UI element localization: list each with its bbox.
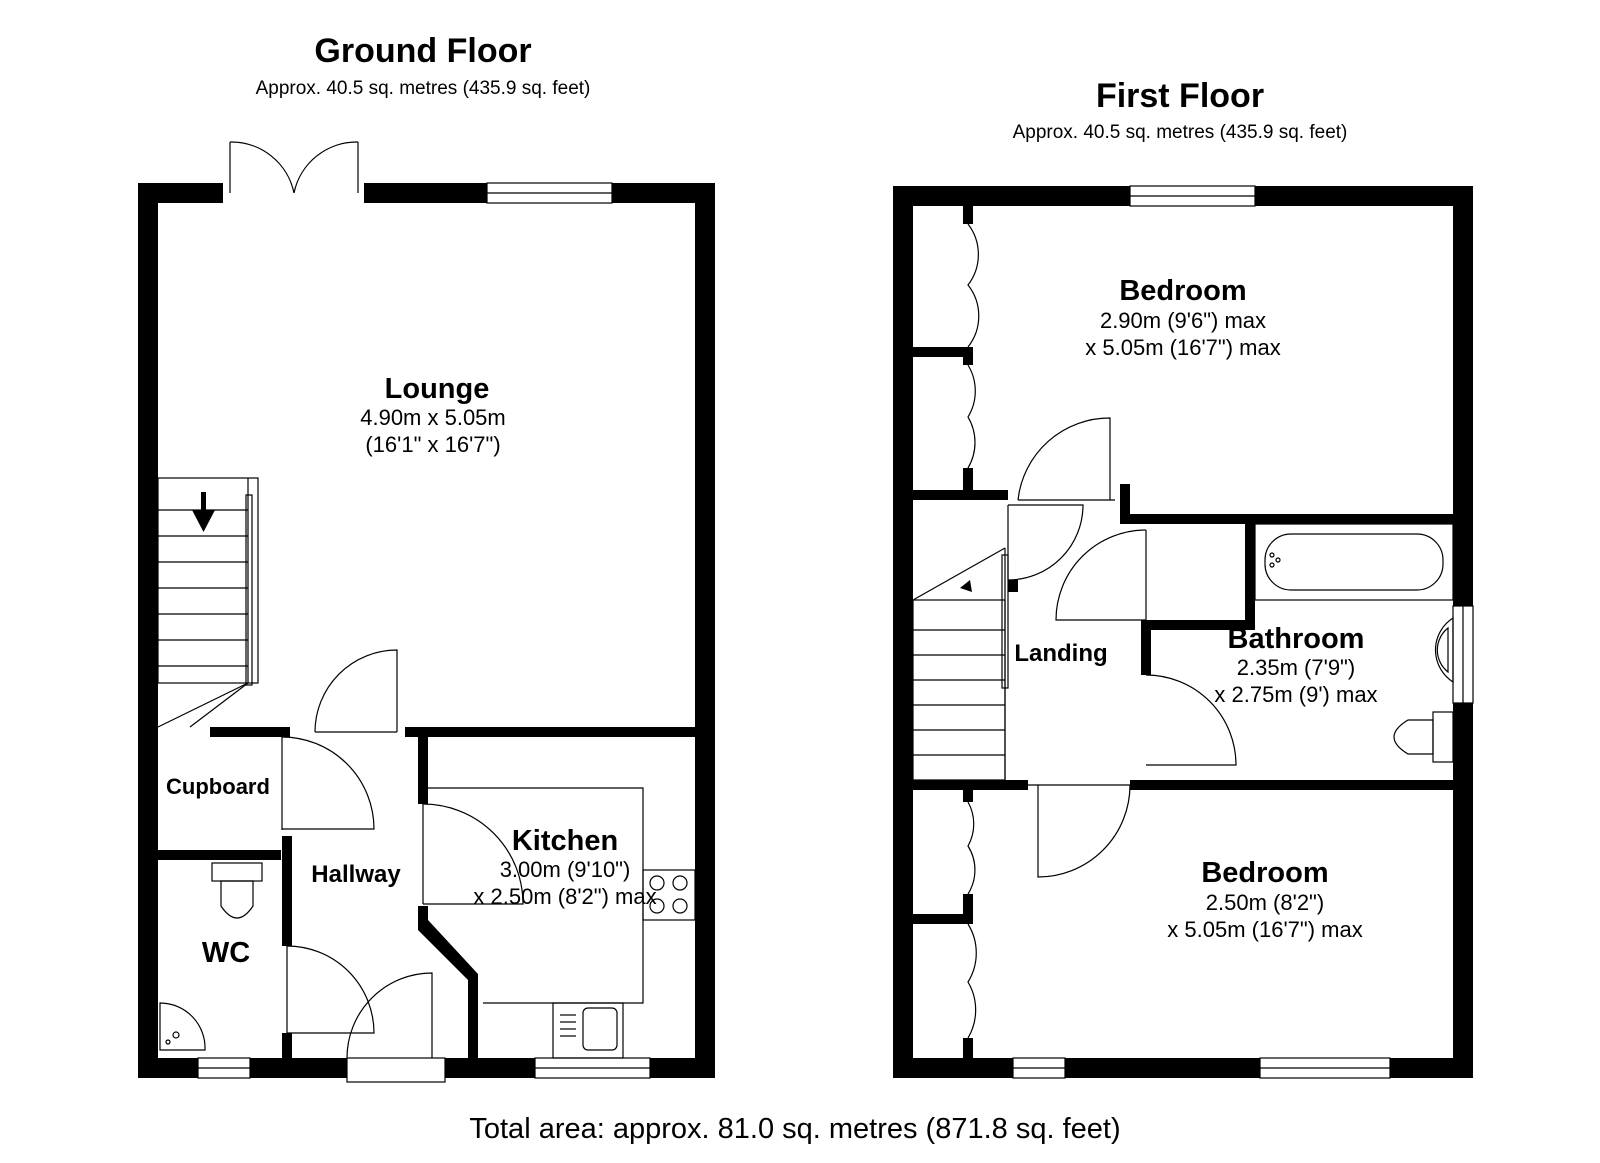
front-door-icon [346, 972, 433, 1059]
room-dim-bedroom-front-2: x 5.05m (16'7") max [1167, 917, 1362, 942]
total-area: Total area: approx. 81.0 sq. metres (871… [469, 1113, 1120, 1145]
toilet-icon [211, 862, 263, 919]
room-dim-kitchen-1: 3.00m (9'10") [500, 857, 631, 882]
ground-floor-walls [138, 183, 715, 1078]
room-dim-kitchen-2: x 2.50m (8'2") max [473, 884, 656, 909]
door-icon [314, 649, 398, 733]
room-dim-lounge-1: 4.90m x 5.05m [360, 405, 506, 430]
kitchen-sink-icon [552, 1002, 624, 1059]
room-label-lounge: Lounge [385, 373, 490, 405]
stairs-down-arrow-icon [192, 492, 215, 532]
room-label-kitchen: Kitchen [512, 825, 618, 857]
bathroom-entry-door-icon [1145, 674, 1237, 766]
room-label-bedroom-rear: Bedroom [1119, 275, 1246, 307]
room-dim-bathroom-2: x 2.75m (9') max [1214, 682, 1377, 707]
landing-stairs-icon [912, 547, 1009, 781]
kitchen-door-icon [422, 803, 524, 905]
room-label-bathroom: Bathroom [1228, 623, 1365, 655]
bath-icon [1254, 523, 1454, 601]
bathroom-toilet-icon [1393, 711, 1454, 763]
ground-floor-title: Ground Floor [314, 32, 531, 70]
bathroom-basin-icon [1434, 616, 1454, 684]
first-floor-area: Approx. 40.5 sq. metres (435.9 sq. feet) [1013, 122, 1348, 143]
basin-icon [159, 1002, 206, 1051]
first-floor-title: First Floor [1096, 77, 1264, 115]
bedroom-front-door-icon [1028, 784, 1131, 878]
first-floor-walls [893, 186, 1473, 1078]
wardrobe-doors-front-icon [967, 801, 977, 1039]
room-label-cupboard: Cupboard [166, 774, 270, 799]
room-dim-bedroom-front-1: 2.50m (8'2") [1206, 890, 1324, 915]
first-floor-plan: First Floor Approx. 40.5 sq. metres (435… [893, 77, 1474, 1079]
room-dim-bathroom-1: 2.35m (7'9") [1237, 655, 1355, 680]
room-label-bedroom-front: Bedroom [1201, 857, 1328, 889]
room-dim-bedroom-rear-1: 2.90m (9'6") max [1100, 308, 1266, 333]
room-dim-lounge-2: (16'1" x 16'7") [365, 432, 500, 457]
cupboard-door-icon [281, 736, 375, 830]
room-label-hallway: Hallway [311, 861, 401, 888]
room-label-landing: Landing [1014, 640, 1107, 667]
bedroom-rear-door-icon [1017, 417, 1115, 501]
ground-floor-plan: Ground Floor Approx. 40.5 sq. metres (43… [138, 32, 715, 1083]
wc-door-icon [286, 945, 375, 1034]
front-door-frame [346, 1057, 446, 1083]
ground-floor-area: Approx. 40.5 sq. metres (435.9 sq. feet) [256, 78, 591, 99]
bathroom-door-icon [1055, 529, 1147, 621]
room-dim-bedroom-rear-2: x 5.05m (16'7") max [1085, 335, 1280, 360]
french-doors-icon [229, 141, 359, 194]
room-label-wc: WC [202, 937, 250, 969]
wardrobe-doors-icon [967, 223, 980, 469]
